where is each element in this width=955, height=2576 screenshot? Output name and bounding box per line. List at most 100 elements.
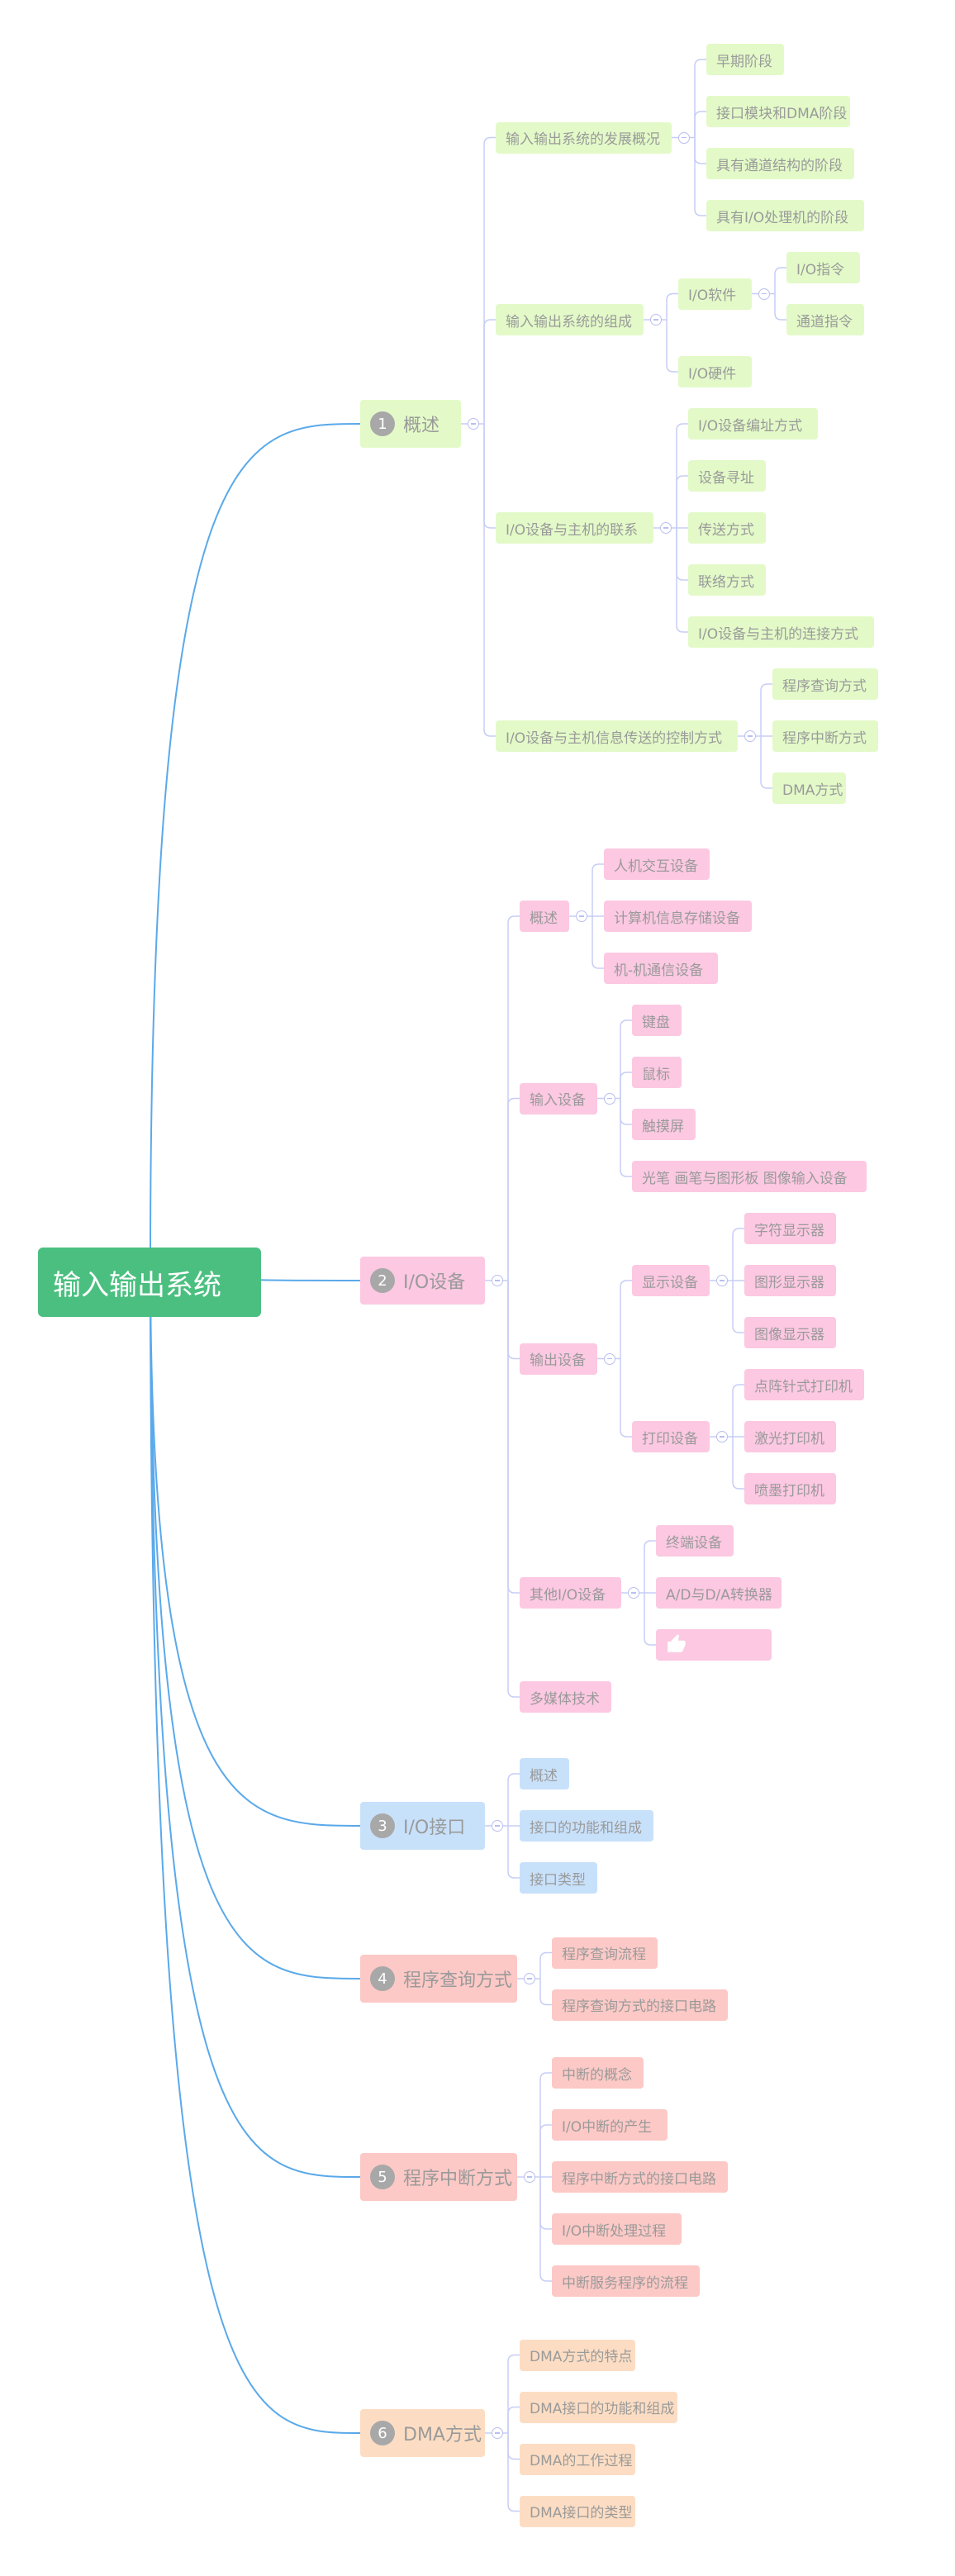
collapse-toggle[interactable]	[492, 1275, 503, 1286]
topic-node[interactable]: 程序查询方式	[772, 668, 878, 700]
topic-node[interactable]: DMA的工作过程	[520, 2443, 635, 2475]
topic-node[interactable]: I/O设备编址方式	[688, 408, 818, 440]
topic-node[interactable]: 喷墨打印机	[744, 1473, 836, 1504]
topic-node[interactable]: 其他I/O设备	[520, 1577, 621, 1609]
topic-node[interactable]: I/O设备与主机的连接方式	[688, 616, 874, 648]
topic-node[interactable]: 激光打印机	[744, 1421, 836, 1452]
topic-node[interactable]: 显示设备	[632, 1265, 710, 1296]
topic-node[interactable]: 中断的概念	[552, 2057, 644, 2089]
connector	[539, 1979, 552, 2006]
connector	[539, 2072, 552, 2177]
topic-node[interactable]: 传送方式	[688, 512, 766, 544]
root-connector	[150, 1262, 361, 1827]
topic-node[interactable]: I/O中断的产生	[552, 2109, 668, 2141]
node-label: 其他I/O设备	[530, 1586, 606, 1604]
topic-node[interactable]: 光笔 画笔与图形板 图像输入设备	[632, 1161, 867, 1192]
topic-node[interactable]: 接口类型	[520, 1862, 597, 1894]
thumbs-up-node[interactable]	[656, 1629, 772, 1661]
collapse-toggle[interactable]	[524, 2171, 535, 2183]
topic-node[interactable]: 中断服务程序的流程	[552, 2265, 700, 2297]
collapse-toggle[interactable]	[492, 1820, 503, 1832]
topic-node[interactable]: 触摸屏	[632, 1109, 696, 1140]
collapse-toggle[interactable]	[716, 1275, 728, 1286]
connector	[694, 59, 706, 138]
topic-node[interactable]: 打印设备	[632, 1421, 710, 1452]
topic-node[interactable]: A/D与D/A转换器	[656, 1577, 782, 1609]
node-label: 输入设备	[530, 1092, 586, 1109]
topic-node[interactable]: I/O中断处理过程	[552, 2213, 682, 2245]
topic-node[interactable]: 计算机信息存储设备	[604, 901, 752, 932]
node-label: 多媒体技术	[530, 1690, 600, 1708]
topic-node[interactable]: 概述	[520, 901, 569, 932]
topic-node[interactable]: 接口的功能和组成	[520, 1810, 653, 1842]
topic-node[interactable]: 具有通道结构的阶段	[706, 148, 854, 179]
topic-node[interactable]: 终端设备	[656, 1525, 734, 1557]
collapse-toggle[interactable]	[758, 288, 770, 300]
connector	[539, 1951, 552, 1979]
topic-node[interactable]: 多媒体技术	[520, 1681, 611, 1713]
topic-node[interactable]: 图像显示器	[744, 1317, 836, 1348]
collapse-toggle[interactable]	[744, 730, 756, 742]
topic-node[interactable]: 设备寻址	[688, 460, 766, 492]
topic-node[interactable]: 联络方式	[688, 564, 766, 596]
collapse-toggle[interactable]	[716, 1431, 728, 1442]
topic-node[interactable]: 输入输出系统的发展概况	[496, 121, 672, 154]
topic-node[interactable]: 早期阶段	[706, 44, 784, 75]
topic-node[interactable]: 机-机通信设备	[604, 953, 718, 984]
topic-node[interactable]: 键盘	[632, 1005, 682, 1036]
connector	[507, 1281, 520, 1594]
node-label: DMA接口的类型	[530, 2505, 633, 2521]
topic-node[interactable]: DMA方式的特点	[520, 2339, 635, 2371]
connector	[620, 1072, 632, 1099]
collapse-toggle[interactable]	[524, 1973, 535, 1984]
root-topic[interactable]: 输入输出系统	[38, 1248, 261, 1317]
connector	[620, 1280, 632, 1359]
collapse-toggle[interactable]	[650, 314, 662, 326]
collapse-toggle[interactable]	[628, 1587, 639, 1599]
topic-node[interactable]: 接口模块和DMA阶段	[706, 96, 850, 127]
topic-node[interactable]: I/O软件	[678, 278, 752, 310]
branch-number-badge: 6	[370, 2421, 395, 2445]
topic-node[interactable]: 程序查询方式的接口电路	[552, 1989, 728, 2021]
topic-node[interactable]: 字符显示器	[744, 1213, 836, 1244]
connector	[507, 1773, 520, 1826]
topic-node[interactable]: 输入设备	[520, 1082, 597, 1115]
topic-node[interactable]: I/O指令	[786, 252, 860, 283]
topic-node[interactable]: 程序中断方式的接口电路	[552, 2161, 728, 2193]
collapse-toggle[interactable]	[678, 131, 690, 144]
topic-node[interactable]: DMA接口的类型	[520, 2495, 635, 2527]
topic-node[interactable]: 通道指令	[786, 304, 864, 335]
collapse-toggle[interactable]	[604, 1092, 615, 1105]
collapse-toggle[interactable]	[468, 418, 479, 430]
branch-number-badge: 5	[370, 2165, 395, 2189]
topic-node[interactable]: I/O设备与主机信息传送的控制方式	[496, 720, 738, 752]
topic-node[interactable]: 具有I/O处理机的阶段	[706, 200, 864, 231]
collapse-toggle[interactable]	[576, 910, 587, 922]
topic-node[interactable]: 程序查询流程	[552, 1937, 658, 1969]
topic-node[interactable]: 鼠标	[632, 1057, 682, 1088]
topic-node[interactable]: 输出设备	[520, 1343, 597, 1375]
topic-node[interactable]: DMA方式	[772, 772, 846, 804]
node-label: DMA的工作过程	[530, 2453, 633, 2469]
topic-node[interactable]: 人机交互设备	[604, 848, 710, 880]
topic-node[interactable]: 点阵针式打印机	[744, 1369, 864, 1400]
collapse-toggle[interactable]	[604, 1352, 615, 1365]
node-label: 输入输出系统的组成	[506, 313, 632, 330]
topic-node[interactable]: 概述	[520, 1758, 569, 1789]
topic-node[interactable]: 输入输出系统的组成	[496, 304, 644, 335]
topic-node[interactable]: DMA接口的功能和组成	[520, 2391, 677, 2423]
node-label: DMA方式	[782, 782, 843, 799]
collapse-toggle[interactable]	[660, 522, 672, 534]
collapse-toggle[interactable]	[492, 2427, 503, 2439]
topic-node[interactable]: 图形显示器	[744, 1265, 836, 1296]
topic-node[interactable]: I/O设备与主机的联系	[496, 512, 653, 544]
node-label: 人机交互设备	[614, 858, 698, 875]
topic-node[interactable]: 程序中断方式	[772, 720, 878, 752]
topic-node[interactable]: I/O硬件	[678, 356, 752, 387]
